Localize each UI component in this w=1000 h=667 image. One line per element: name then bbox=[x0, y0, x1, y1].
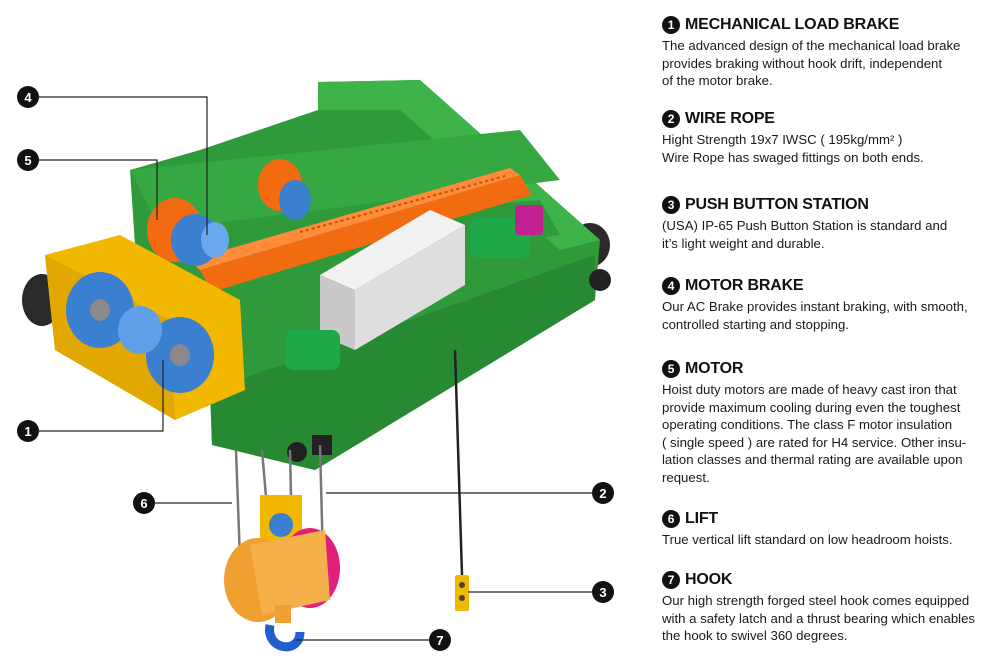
feature-number-badge: 7 bbox=[662, 571, 680, 589]
push-button-station bbox=[453, 349, 469, 611]
hook bbox=[265, 624, 305, 652]
feature-number-badge: 2 bbox=[662, 110, 680, 128]
feature-number-badge: 6 bbox=[662, 510, 680, 528]
feature-title: WIRE ROPE bbox=[685, 110, 775, 127]
feature-title: MECHANICAL LOAD BRAKE bbox=[685, 16, 900, 33]
svg-text:1: 1 bbox=[24, 424, 31, 439]
feature-description: True vertical lift standard on low headr… bbox=[662, 532, 953, 547]
feature-number-badge: 3 bbox=[662, 196, 680, 214]
feature-number-badge: 1 bbox=[662, 16, 680, 34]
callout-6: 6 bbox=[133, 492, 155, 514]
svg-text:6: 6 bbox=[140, 496, 147, 511]
feature-title: LIFT bbox=[685, 510, 718, 527]
svg-text:5: 5 bbox=[24, 153, 31, 168]
callout-leaders bbox=[38, 96, 592, 641]
feature-hook: 7 HOOK Our high strength forged steel hoo… bbox=[662, 569, 996, 645]
svg-text:7: 7 bbox=[436, 633, 443, 648]
feature-description: Hoist duty motors are made of heavy cast… bbox=[662, 382, 967, 485]
feature-mechanical-load-brake: 1 MECHANICAL LOAD BRAKE The advanced desi… bbox=[662, 14, 996, 90]
feature-number-badge: 4 bbox=[662, 277, 680, 295]
svg-text:2: 2 bbox=[599, 486, 606, 501]
svg-text:4: 4 bbox=[24, 90, 32, 105]
feature-wire-rope: 2 WIRE ROPE Hight Strength 19x7 IWSC ( 19… bbox=[662, 108, 996, 166]
feature-number-badge: 5 bbox=[662, 360, 680, 378]
hoist-diagram: 4 5 1 6 2 3 7 bbox=[17, 80, 614, 652]
feature-title: MOTOR bbox=[685, 360, 744, 377]
feature-push-button-station: 3 PUSH BUTTON STATION (USA) IP-65 Push Bu… bbox=[662, 194, 996, 252]
feature-description: Our high strength forged steel hook come… bbox=[662, 593, 976, 644]
callout-5: 5 bbox=[17, 149, 39, 171]
callout-2: 2 bbox=[592, 482, 614, 504]
feature-title: MOTOR BRAKE bbox=[685, 277, 804, 294]
feature-motor: 5 MOTOR Hoist duty motors are made of hea… bbox=[662, 358, 996, 487]
feature-title: HOOK bbox=[685, 571, 733, 588]
svg-text:3: 3 bbox=[599, 585, 606, 600]
trolley-motors bbox=[285, 205, 543, 370]
callout-4: 4 bbox=[17, 86, 39, 108]
feature-description: (USA) IP-65 Push Button Station is stand… bbox=[662, 218, 948, 251]
feature-description: Hight Strength 19x7 IWSC ( 195kg/mm² )Wi… bbox=[662, 132, 924, 165]
wire-rope-drum bbox=[190, 168, 532, 292]
callout-3: 3 bbox=[592, 581, 614, 603]
feature-title: PUSH BUTTON STATION bbox=[685, 196, 869, 213]
gearbox bbox=[45, 235, 245, 420]
feature-lift: 6 LIFT True vertical lift standard on low… bbox=[662, 508, 996, 549]
feature-description: The advanced design of the mechanical lo… bbox=[662, 38, 961, 89]
feature-motor-brake: 4 MOTOR BRAKE Our AC Brake provides insta… bbox=[662, 275, 996, 333]
callout-7: 7 bbox=[429, 629, 451, 651]
hook-block bbox=[224, 495, 340, 623]
callout-1: 1 bbox=[17, 420, 39, 442]
feature-description: Our AC Brake provides instant braking, w… bbox=[662, 299, 968, 332]
